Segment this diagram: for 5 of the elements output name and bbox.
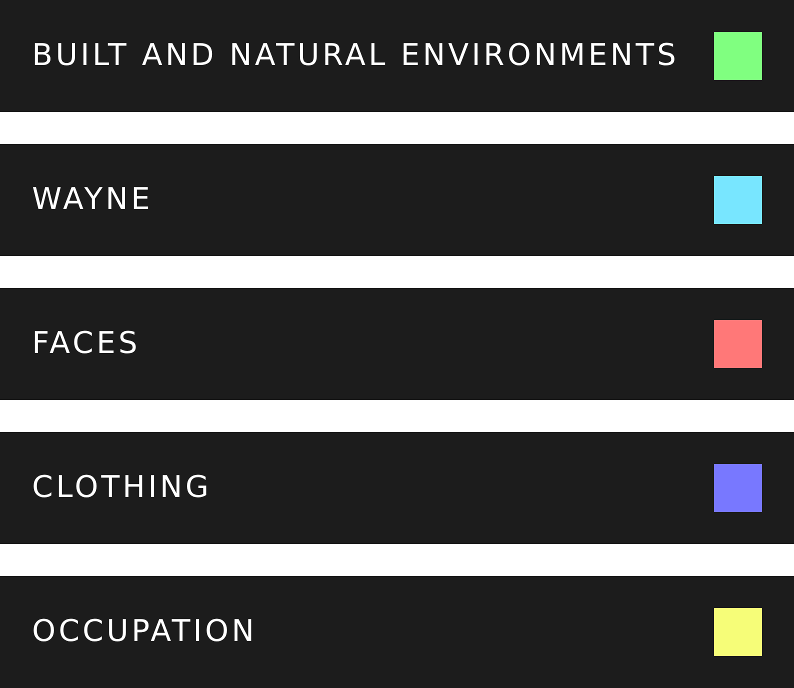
legend-label: FACES [32,325,140,363]
legend-label: BUILT AND NATURAL ENVIRONMENTS [32,37,680,75]
legend-label: CLOTHING [32,469,212,507]
legend-label: OCCUPATION [32,613,258,651]
legend-label: WAYNE [32,181,153,219]
